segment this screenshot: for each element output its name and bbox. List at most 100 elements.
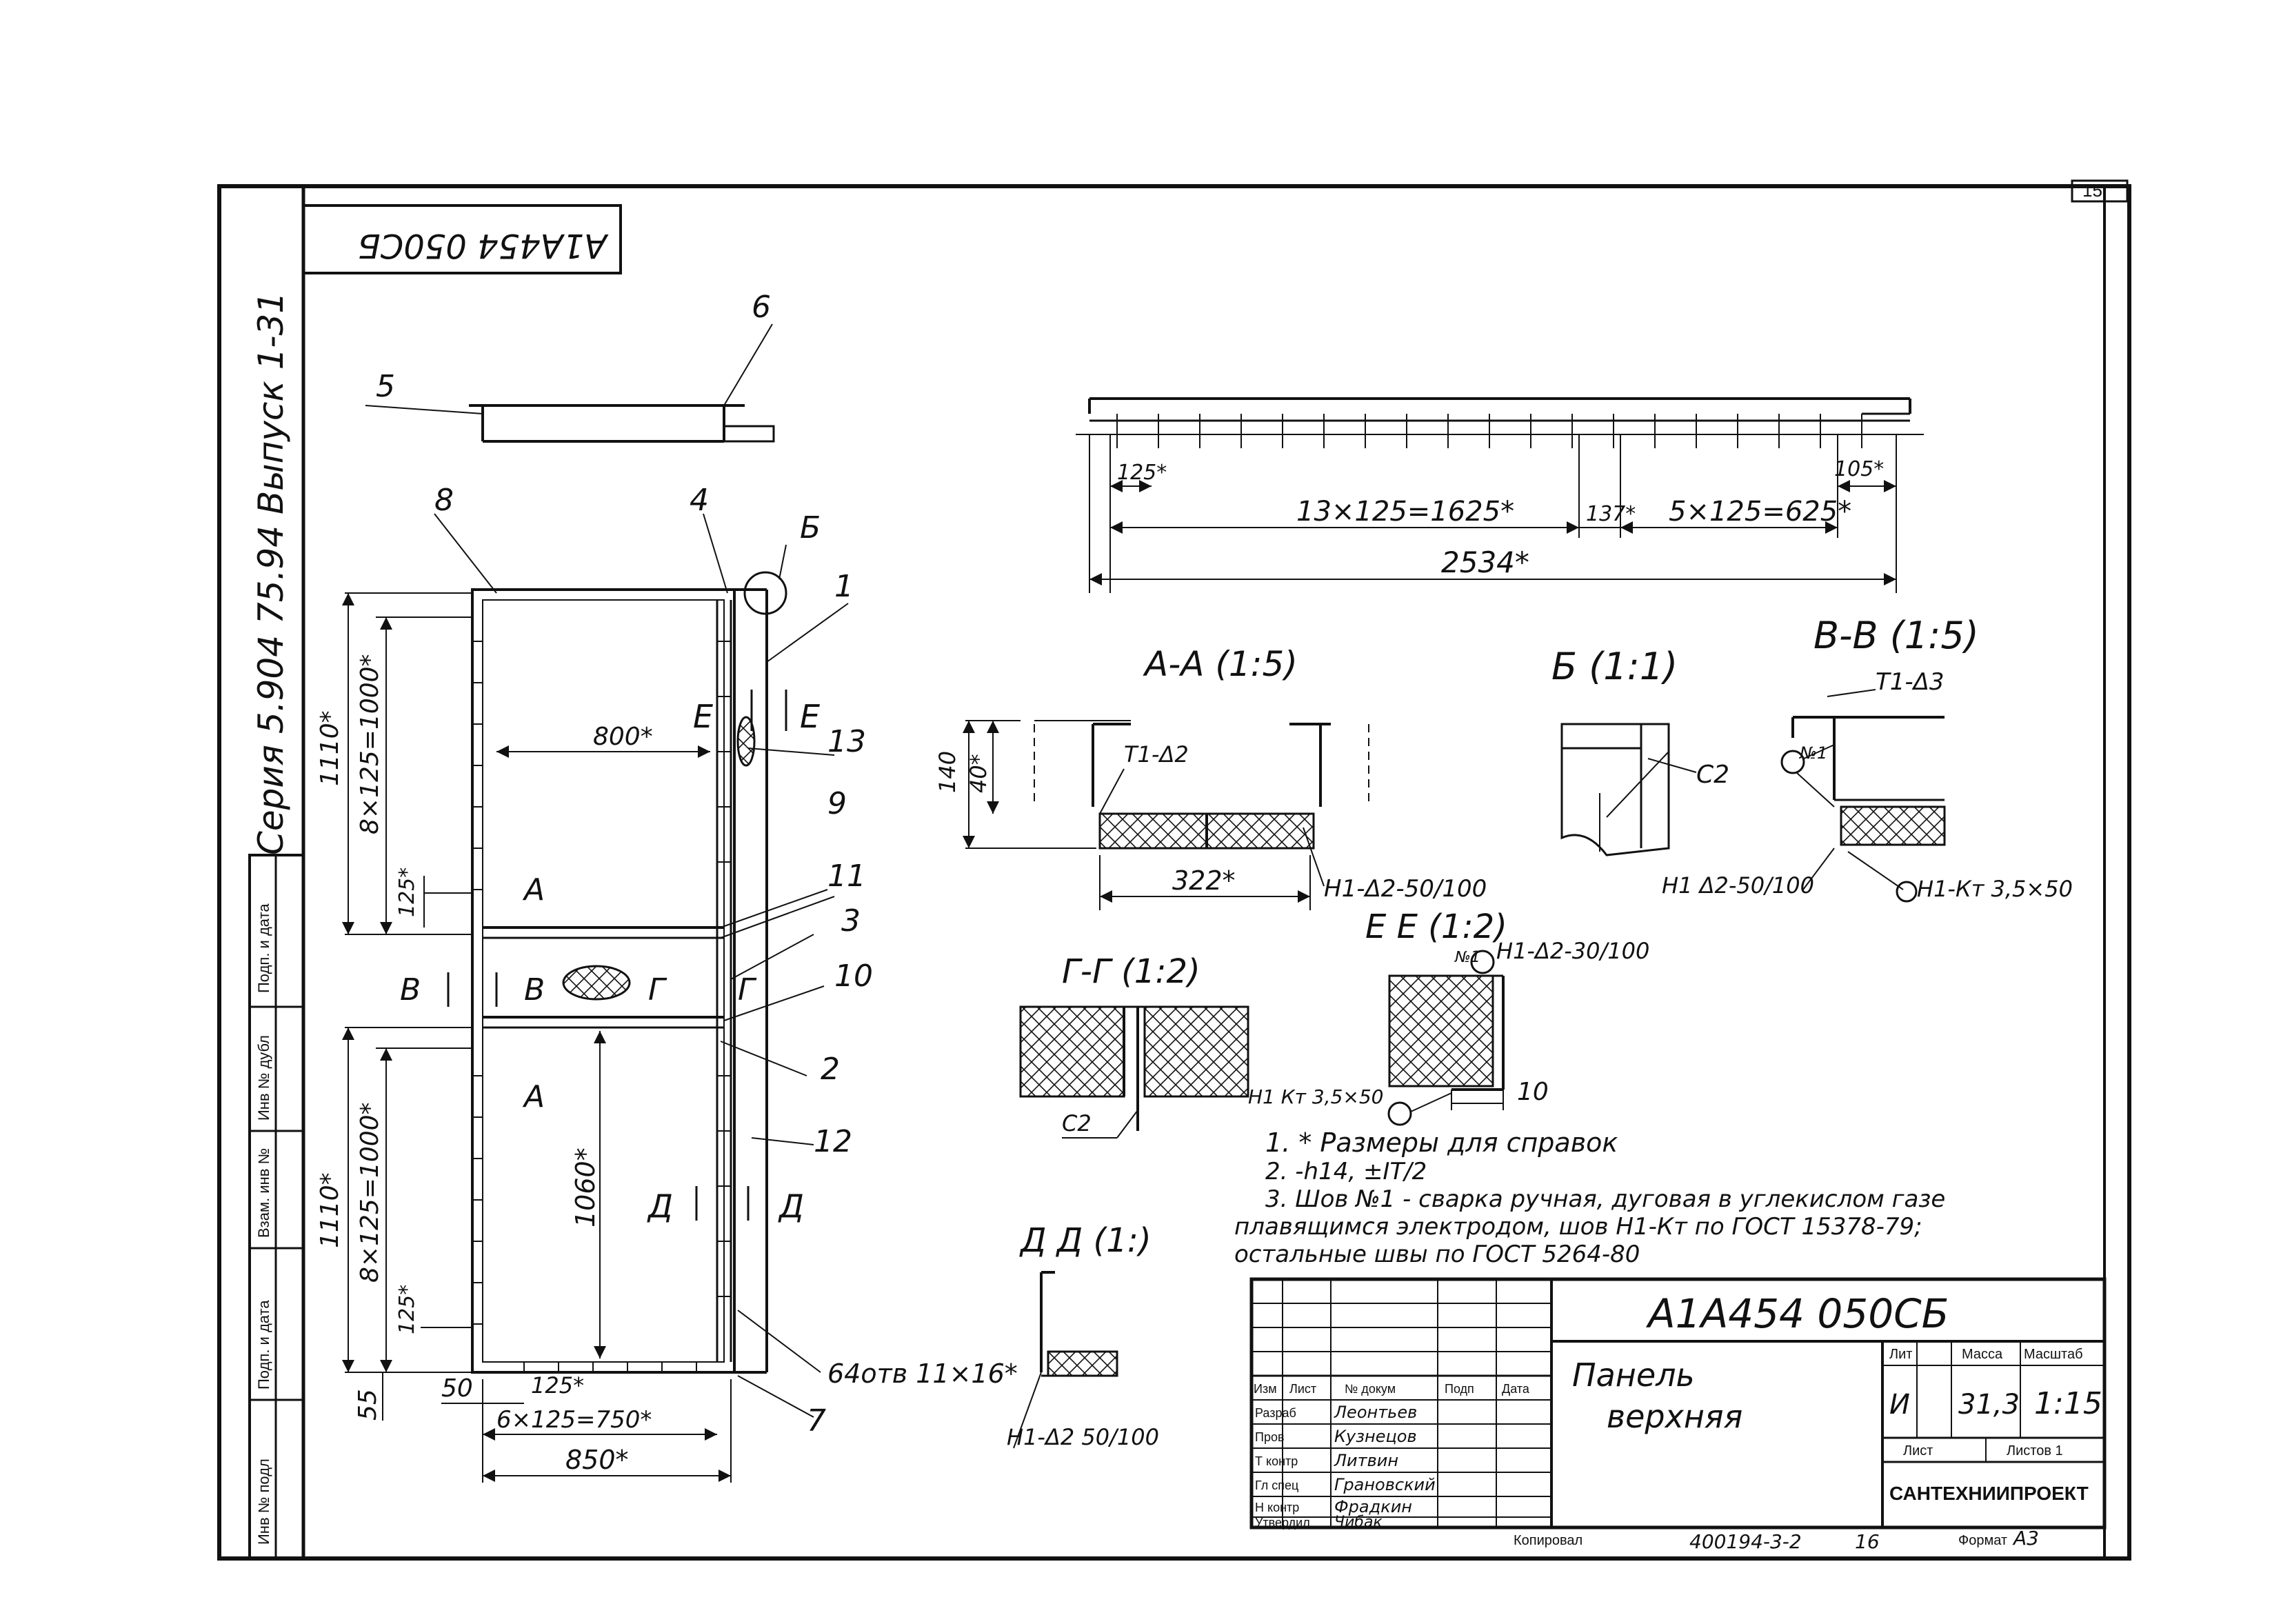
section-ee xyxy=(1387,950,1505,1126)
ee-dim-10: 10 xyxy=(1517,1078,1549,1106)
left-strip-label: Взам. инв № xyxy=(255,1148,272,1238)
aa-weld: Т1-Δ2 xyxy=(1124,741,1189,768)
tb-lit-value: И xyxy=(1889,1389,1910,1421)
tb-head-doc: № докум xyxy=(1345,1382,1396,1396)
tb-mass-value: 31,3 xyxy=(1958,1389,2020,1421)
tb-lit-label: Лит xyxy=(1889,1347,1912,1362)
section-aa xyxy=(963,720,1369,910)
dim-50: 50 xyxy=(441,1374,473,1403)
callout-9: 9 xyxy=(827,786,847,821)
tb-head-izm: Изм xyxy=(1254,1382,1277,1396)
callout-13: 13 xyxy=(827,724,866,759)
section-gg-title: Г-Г (1:2) xyxy=(1062,952,1200,991)
ee-weld: Н1-Δ2-30/100 xyxy=(1496,938,1649,964)
elevation-dimension-lines xyxy=(1089,434,1897,593)
vv-weld3: Н1-Кт 3,5×50 xyxy=(1917,876,2073,902)
tb-role: Т контр xyxy=(1255,1454,1298,1468)
dim-125-top: 125* xyxy=(395,868,419,917)
vv-weld1: Т1-Δ3 xyxy=(1876,668,1945,696)
tb-name: Кузнецов xyxy=(1334,1427,1417,1446)
dim-125-h: 125* xyxy=(531,1372,584,1399)
tb-head-sign: Подп xyxy=(1445,1382,1474,1396)
tb-name: Фрадкин xyxy=(1334,1497,1412,1516)
section-dd xyxy=(1013,1271,1118,1449)
callout-1: 1 xyxy=(834,569,854,604)
callout-8: 8 xyxy=(434,483,454,518)
title-name-2: верхняя xyxy=(1607,1398,1742,1435)
tb-role: Гл спец xyxy=(1255,1478,1298,1492)
section-b xyxy=(1560,723,1697,856)
plan-dimension-lines xyxy=(342,592,732,1483)
left-strip-label: Инв № дубл xyxy=(255,1035,272,1121)
cut-g-left: Г xyxy=(648,972,667,1008)
cut-g-right: Г xyxy=(738,972,757,1008)
title-block xyxy=(1249,1277,2107,1530)
aa-dim-140: 140 xyxy=(934,751,961,793)
cut-v-right: В xyxy=(524,972,545,1008)
tb-role: Разраб xyxy=(1255,1406,1296,1420)
tb-name: Грановский xyxy=(1334,1475,1436,1494)
tb-org: САНТЕХНИИПРОЕКТ xyxy=(1889,1483,2089,1504)
note-line: 3. Шов №1 - сварка ручная, дуговая в угл… xyxy=(1265,1185,1945,1213)
dim-55: 55 xyxy=(354,1389,382,1421)
section-vv xyxy=(1780,689,1946,903)
b-c2: С2 xyxy=(1696,761,1729,789)
tb-name: Чибак xyxy=(1334,1514,1383,1531)
cut-d-left: Д xyxy=(647,1187,673,1225)
title-name-1: Панель xyxy=(1572,1356,1695,1394)
sheet-number: 15 xyxy=(2082,180,2102,201)
left-strip xyxy=(248,854,305,1560)
title-code: А1А454 050СБ xyxy=(1645,1290,1949,1337)
series-label: Серия 5.904 75.94 Выпуск 1-31 xyxy=(251,292,291,855)
ee-weld2: Н1 Кт 3,5×50 xyxy=(1248,1085,1383,1108)
callout-10: 10 xyxy=(834,959,873,994)
tb-head-list: Лист xyxy=(1289,1382,1316,1396)
side-elevation xyxy=(1076,397,1924,448)
elev-dim-5x125: 5×125=625* xyxy=(1669,496,1851,528)
callout-b: Б xyxy=(800,510,821,545)
section-ee-title: Е Е (1:2) xyxy=(1365,908,1507,946)
notes: 1. * Размеры для справок 2. -h14, ±IT/2 … xyxy=(1234,1127,1945,1268)
note-line: 1. * Размеры для справок xyxy=(1265,1127,1618,1158)
tb-inv-sheet: 16 xyxy=(1855,1530,1880,1553)
dim-8x125-bot: 8×125=1000* xyxy=(356,1102,384,1283)
aa-dim-40: 40* xyxy=(965,754,992,793)
callout-2: 2 xyxy=(821,1052,840,1087)
tb-role: Н контр xyxy=(1255,1501,1299,1514)
tb-scale-label: Масштаб xyxy=(2024,1347,2083,1362)
dim-1060: 1060* xyxy=(570,1147,601,1227)
tb-head-date: Дата xyxy=(1502,1382,1530,1396)
cut-v-left: В xyxy=(400,972,421,1008)
vv-n1: №1 xyxy=(1798,743,1827,763)
dim-800: 800* xyxy=(593,723,653,751)
vv-weld2: Н1 Δ2-50/100 xyxy=(1662,872,1814,899)
ee-n1: №1 xyxy=(1454,949,1480,966)
callout-6: 6 xyxy=(752,290,771,325)
elev-dim-13x125: 13×125=1625* xyxy=(1296,496,1514,528)
note-line: остальные швы по ГОСТ 5264-80 xyxy=(1234,1241,1640,1268)
tb-format-label: Формат xyxy=(1958,1533,2007,1548)
tb-copied: Копировал xyxy=(1514,1533,1582,1548)
callout-leaders xyxy=(434,513,849,1418)
tb-role: Пров xyxy=(1255,1430,1285,1444)
aa-weld2: Н1-Δ2-50/100 xyxy=(1324,875,1487,903)
panel-plan xyxy=(471,571,787,1374)
cut-d-right: Д xyxy=(778,1187,804,1225)
dim-1110-top: 1110* xyxy=(316,710,344,786)
section-vv-title: В-В (1:5) xyxy=(1813,614,1979,657)
tb-mass-label: Масса xyxy=(1962,1347,2003,1362)
left-strip-label: Подп. и дата xyxy=(255,903,272,993)
holes-note: 64отв 11×16* xyxy=(827,1359,1018,1389)
callout-5: 5 xyxy=(376,369,395,404)
callout-3: 3 xyxy=(841,903,861,939)
callout-4: 4 xyxy=(690,483,709,518)
dim-8x125-top: 8×125=1000* xyxy=(356,654,384,834)
callout-12: 12 xyxy=(814,1124,852,1159)
tb-inv: 400194-3-2 xyxy=(1689,1530,1802,1553)
aa-dim-322: 322* xyxy=(1172,865,1236,896)
tb-role: Утвердил xyxy=(1255,1516,1310,1530)
callout-11: 11 xyxy=(827,859,866,894)
callout-7: 7 xyxy=(807,1403,826,1438)
